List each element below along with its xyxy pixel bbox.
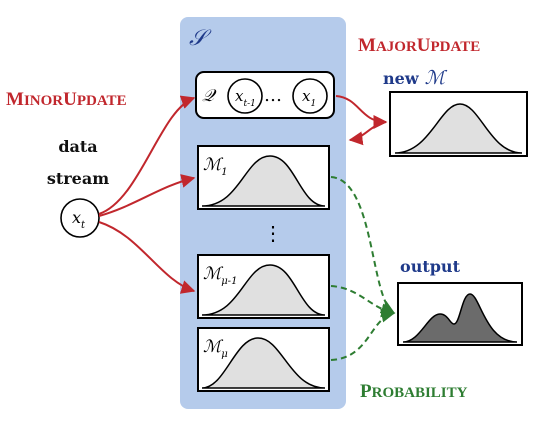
arrow-input-to-queue (98, 95, 196, 215)
model-1-label: ℳ1 (203, 155, 228, 178)
input-node-label: xt (72, 208, 86, 231)
probability-label: PROBABILITY (360, 381, 468, 402)
data-stream-label-line2: stream (47, 169, 109, 188)
model-2-label: ℳμ-1 (203, 264, 237, 287)
vertical-dots: ⋮ (263, 221, 283, 245)
queue-symbol: 𝒬 (202, 86, 217, 106)
arrow-input-to-model-1 (98, 174, 196, 217)
major-update-label: MAJORUPDATE (358, 35, 480, 56)
queue-dots: … (264, 85, 282, 106)
arrow-queue-to-new-model (335, 95, 388, 129)
output-label: output (400, 257, 461, 276)
data-stream-label-line1: data (58, 137, 97, 156)
queue-node-left (227, 78, 263, 114)
input-node (60, 198, 100, 238)
new-model-box (389, 91, 528, 157)
arrow-input-to-model-2 (98, 221, 196, 294)
arrow-new-model-to-set (348, 121, 387, 146)
model-3-label: ℳμ (203, 337, 228, 360)
minor-update-label: MINORUPDATE (6, 89, 127, 110)
model-box-3: ℳμ (197, 327, 330, 392)
queue-node-right-label: x1 (302, 87, 316, 109)
queue-node-right (292, 78, 328, 114)
model-box-2: ℳμ-1 (197, 254, 330, 319)
arrow-model-3-to-output (330, 308, 396, 361)
model-box-1: ℳ1 (197, 145, 330, 210)
output-box (397, 282, 523, 346)
queue-node-left-label: xt-1 (235, 87, 256, 109)
